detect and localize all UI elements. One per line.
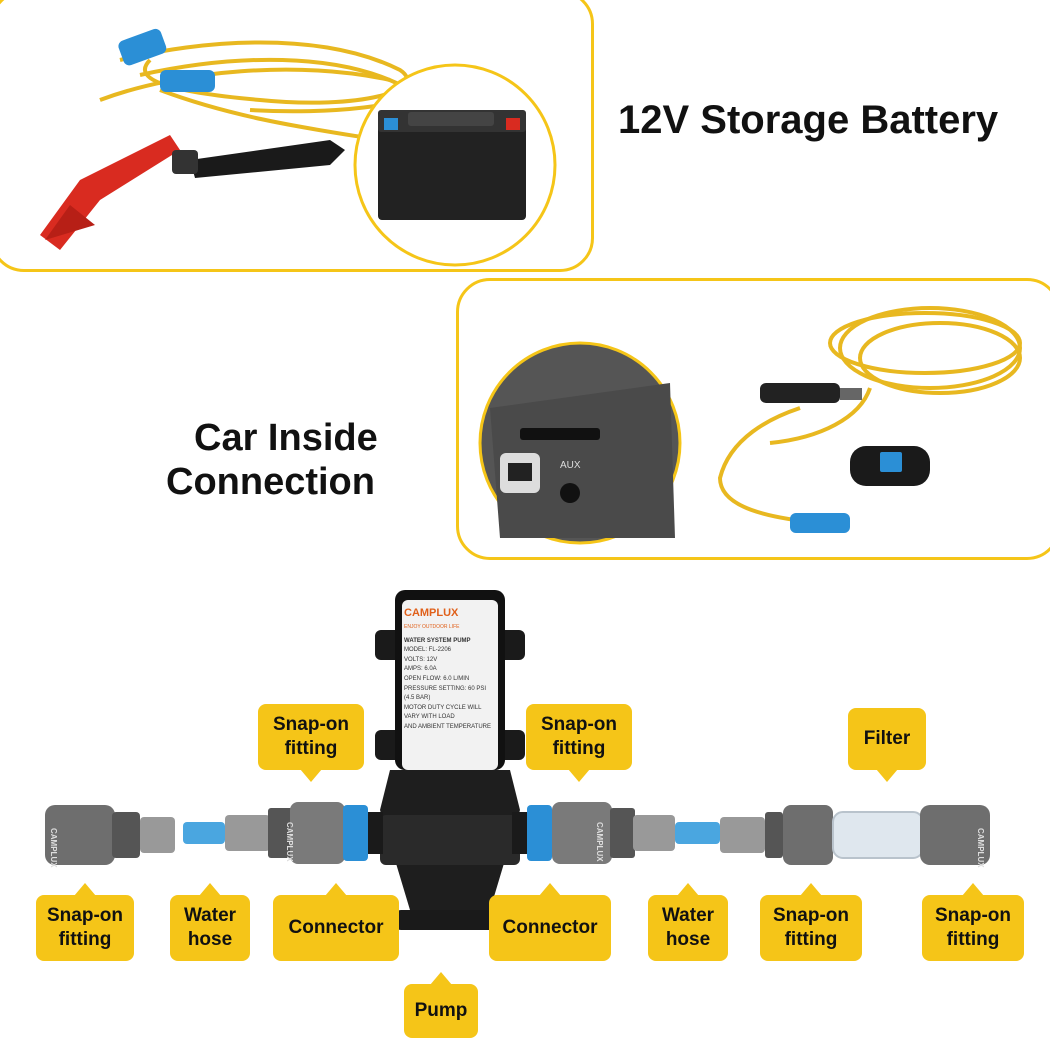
snap-fitting-end-right-icon [920, 805, 990, 865]
callout-connector-1-text: Connector [288, 917, 384, 939]
battery-heading: 12V Storage Battery [618, 98, 999, 142]
pump-line-6: MOTOR DUTY CYCLE WILL VARY WITH LOAD [404, 704, 482, 721]
callout-snap-on-bottom-1-text: Snap-on fitting [47, 905, 123, 950]
car-plug-icon [760, 383, 862, 403]
sae-connector-icon [790, 513, 850, 533]
pump-line-4: OPEN FLOW: 6.0 L/MIN [404, 675, 470, 682]
callout-pump: Pump [404, 972, 478, 1038]
switch-icon [850, 446, 930, 486]
pump-line-2: VOLTS: 12V [404, 656, 438, 663]
callout-water-hose-2-text: Water hose [661, 905, 715, 950]
sd-slot-icon [520, 428, 600, 440]
callout-water-hose-1-text: Water hose [183, 905, 237, 950]
callout-filter: Filter [848, 708, 926, 782]
pump-line-1: MODEL: FL-2206 [404, 647, 452, 654]
callout-water-hose-1: Water hose [170, 883, 250, 961]
water-hose-right-icon [675, 822, 720, 844]
fitting-brand-2: CAMPLUX [285, 822, 294, 862]
fitting-brand-4: CAMPLUX [976, 828, 985, 868]
red-clamp-icon [40, 135, 180, 250]
pump-line-5: PRESSURE SETTING: 60 PSI (4.5 BAR) [404, 685, 487, 702]
callout-snap-on-top-right-text: Snap-on fitting [541, 714, 617, 759]
callout-snap-on-bottom-2: Snap-on fitting [760, 883, 862, 961]
battery-icon [378, 110, 526, 220]
blue-connector-icon [118, 28, 215, 92]
callout-snap-on-bottom-3-text: Snap-on fitting [935, 905, 1011, 950]
pump-tagline: ENJOY OUTDOOR LIFE [404, 623, 460, 630]
callout-filter-text: Filter [863, 728, 911, 750]
black-clamp-icon [172, 140, 345, 178]
callout-connector-1: Connector [273, 883, 399, 961]
car-socket-illustration: AUX [478, 306, 1022, 545]
battery-clamps-illustration [40, 28, 557, 267]
connector-left-icon [225, 802, 383, 864]
pump-line-7: AND AMBIENT TEMPERATURE [404, 723, 492, 730]
callout-snap-on-top-left-text: Snap-on fitting [273, 714, 349, 759]
callout-snap-on-top-left: Snap-on fitting [258, 704, 364, 782]
callout-water-hose-2: Water hose [648, 883, 728, 961]
pump-brand: CAMPLUX [404, 607, 459, 619]
filter-icon [832, 811, 924, 859]
pump-system-illustration [45, 590, 990, 930]
snap-fitting-left-icon [45, 805, 175, 865]
water-hose-left-icon [183, 822, 225, 844]
fitting-brand-3: CAMPLUX [595, 822, 604, 862]
pump-title: WATER SYSTEM PUMP [404, 637, 471, 644]
connector-right-icon [512, 802, 675, 864]
car-heading-line2: Connection [166, 461, 375, 503]
callout-snap-on-top-right: Snap-on fitting [526, 704, 632, 782]
callout-snap-on-bottom-2-text: Snap-on fitting [773, 905, 849, 950]
pump-line-3: AMPS: 6.0A [404, 666, 437, 673]
callout-connector-2-text: Connector [502, 917, 598, 939]
aux-port-icon [560, 483, 580, 503]
callout-pump-text: Pump [414, 1000, 468, 1022]
callout-snap-on-bottom-1: Snap-on fitting [36, 883, 134, 961]
pump-label: CAMPLUX ENJOY OUTDOOR LIFE WATER SYSTEM … [404, 605, 496, 773]
car-heading-line1: Car Inside [194, 417, 378, 459]
callout-snap-on-bottom-3: Snap-on fitting [922, 883, 1024, 961]
pump-icon [375, 590, 525, 930]
fitting-brand-1: CAMPLUX [49, 828, 58, 868]
snap-fitting-right-icon [720, 805, 833, 865]
callout-connector-2: Connector [489, 883, 611, 961]
aux-label: AUX [560, 460, 581, 471]
